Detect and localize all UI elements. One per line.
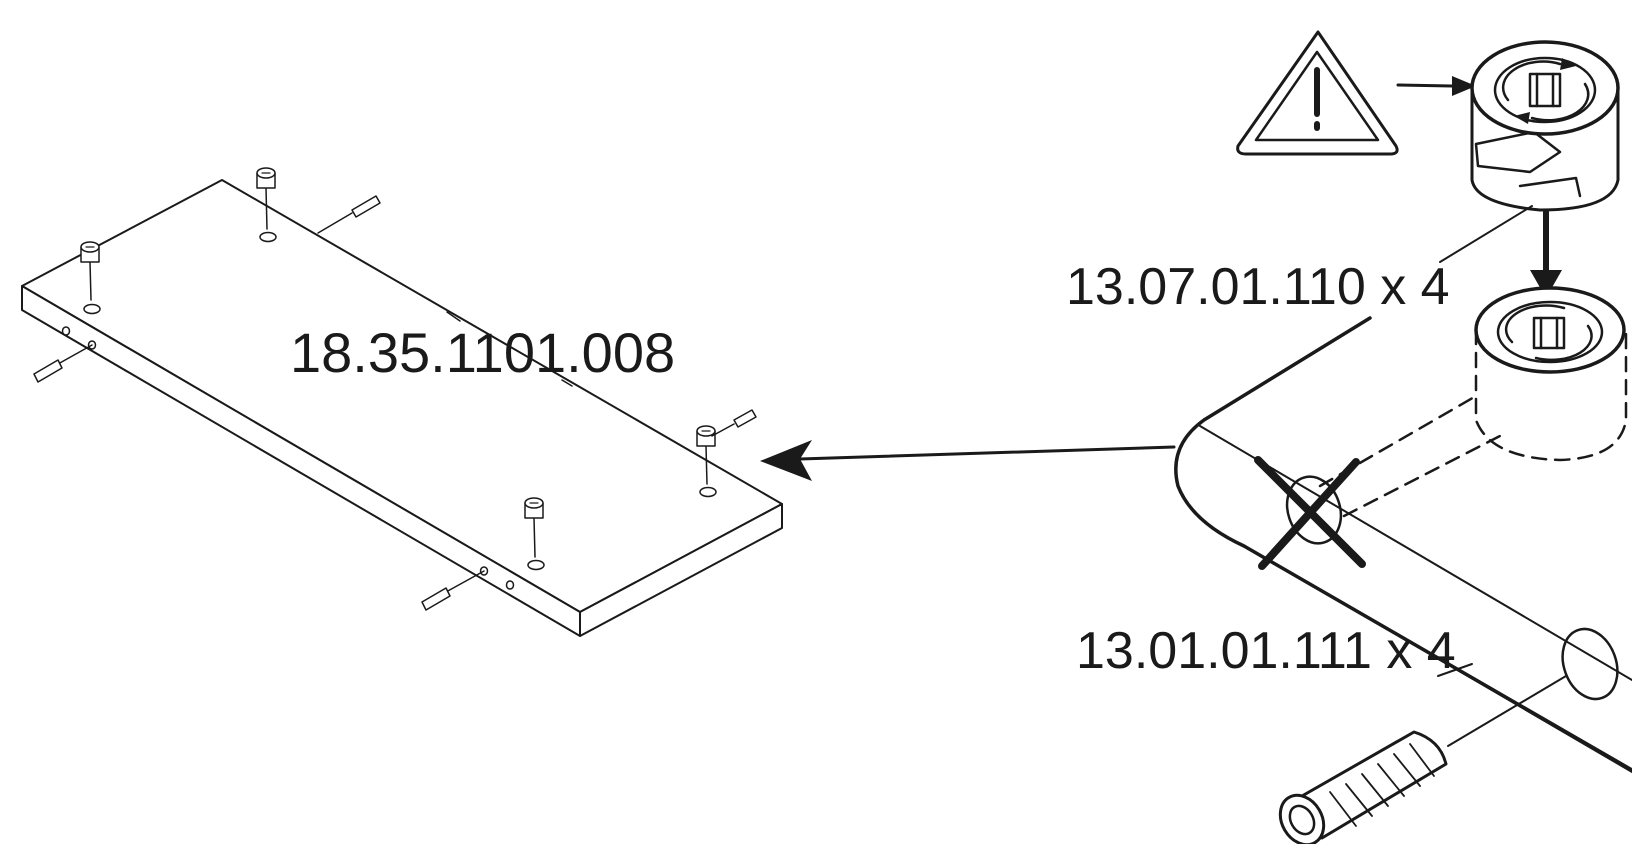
small-cam-lock bbox=[256, 167, 276, 230]
cross-mark-icon bbox=[1254, 456, 1366, 570]
small-cam-lock bbox=[524, 497, 544, 558]
warning-triangle-icon bbox=[1236, 30, 1399, 156]
inserted-cam-lock bbox=[1474, 286, 1628, 462]
cam-lock-icon bbox=[1470, 40, 1620, 212]
bolt-hole bbox=[1285, 475, 1343, 545]
dowel-label-leader-line bbox=[1437, 663, 1473, 677]
detail-arrow-line bbox=[798, 445, 1176, 461]
panel-edge-hole bbox=[505, 580, 515, 590]
shelf-panel bbox=[21, 179, 783, 637]
small-dowel bbox=[317, 195, 381, 234]
small-cam-lock bbox=[696, 425, 716, 485]
panel-side-face bbox=[579, 503, 783, 637]
panel-leader-line bbox=[561, 379, 573, 387]
wooden-dowel-icon bbox=[1278, 730, 1448, 847]
down-arrow-head bbox=[1530, 270, 1562, 298]
dowel-part-label: 13.01.01.111 x 4 bbox=[1076, 622, 1456, 680]
cam-lock-part-label: 13.07.01.110 x 4 bbox=[1066, 258, 1450, 316]
panel-cam-hole bbox=[527, 559, 545, 571]
panel-part-label: 18.35.1101.008 bbox=[290, 321, 675, 384]
panel-edge-hole bbox=[61, 326, 71, 336]
panel-top-face bbox=[21, 179, 783, 613]
cam-lock-leader-line bbox=[1439, 205, 1533, 263]
warning-arrow-head bbox=[1452, 76, 1476, 96]
panel-cam-hole bbox=[259, 231, 277, 243]
bolt-channel-line bbox=[1342, 434, 1502, 518]
small-dowel bbox=[33, 344, 93, 383]
small-cam-lock bbox=[80, 241, 100, 301]
small-dowel bbox=[421, 570, 485, 611]
dowel-hole bbox=[1561, 627, 1619, 701]
small-dowel bbox=[711, 409, 757, 437]
panel-cam-hole bbox=[699, 486, 717, 498]
warning-arrow-line bbox=[1396, 83, 1454, 88]
panel-leader-line bbox=[446, 311, 461, 322]
board-corner bbox=[1174, 316, 1632, 773]
small-dowels bbox=[33, 195, 757, 611]
dowel-leader-line bbox=[1447, 675, 1567, 747]
panel-cam-hole bbox=[83, 303, 101, 315]
detail-arrow-head bbox=[760, 440, 812, 481]
small-cam-locks bbox=[80, 167, 716, 558]
